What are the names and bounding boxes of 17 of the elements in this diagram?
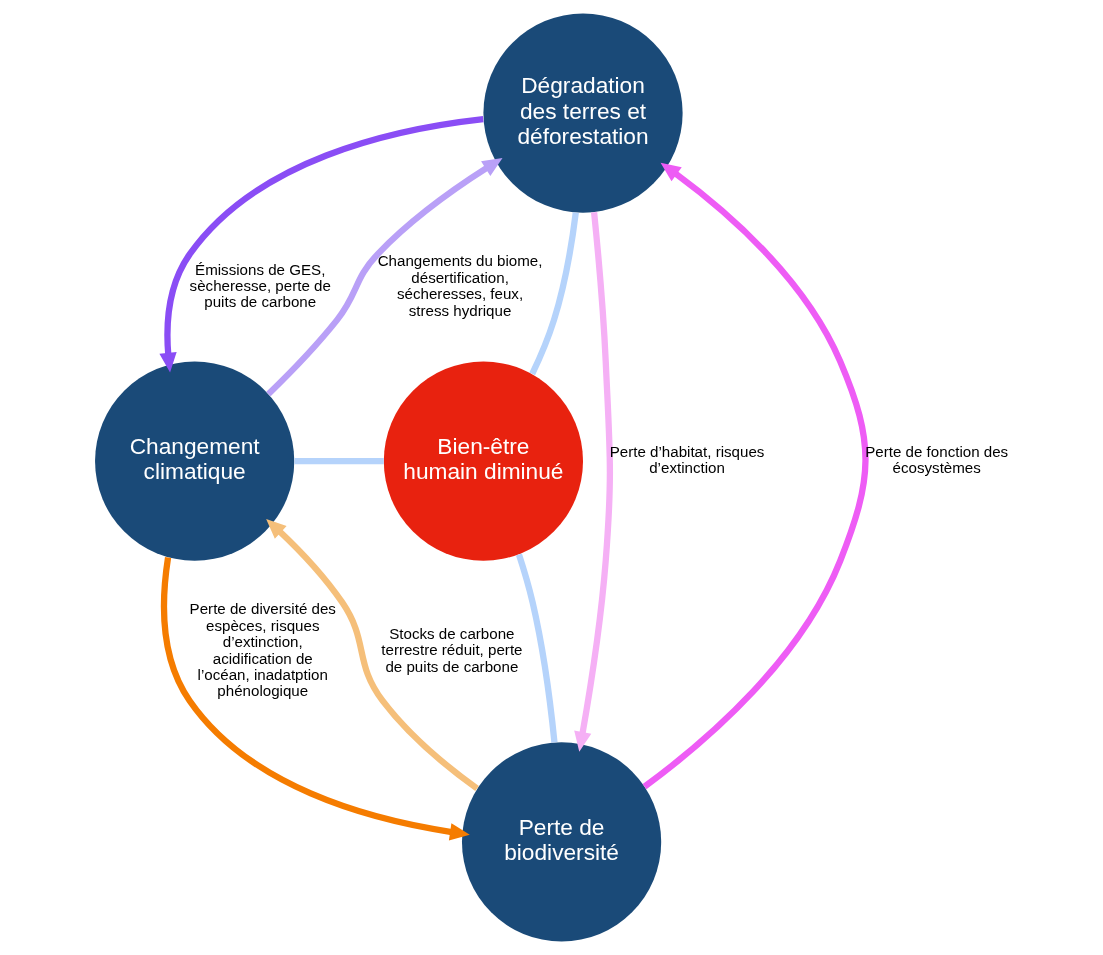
arrow [160,557,470,841]
node-circle: Bien-être humain diminué [383,361,583,561]
connector [294,457,384,465]
connector [529,212,579,376]
arrow [266,518,479,791]
edge-label: Changements du biome, désertification, sécheresses, feux, stress hydrique [377,252,543,319]
edge-label: Émissions de GES, sècheresse, perte de puits de carbone [189,260,331,311]
connector [515,553,558,743]
node-circle: Changement climatique [95,361,295,561]
edge-label: Stocks de carbone terrestre réduit, perte de puits de carbone [381,625,523,675]
arrow [159,115,484,373]
arrow [574,211,613,752]
arrow [642,162,869,790]
edge-label: Perte d’habitat, risques d’extinction [609,442,765,477]
edge-label: Perte de diversité des espèces, risques d’extinction, acidification de l’océan, inadatption phénologique [189,600,336,700]
node-circle: Perte de biodiversité [461,742,662,942]
arrow [266,158,503,397]
